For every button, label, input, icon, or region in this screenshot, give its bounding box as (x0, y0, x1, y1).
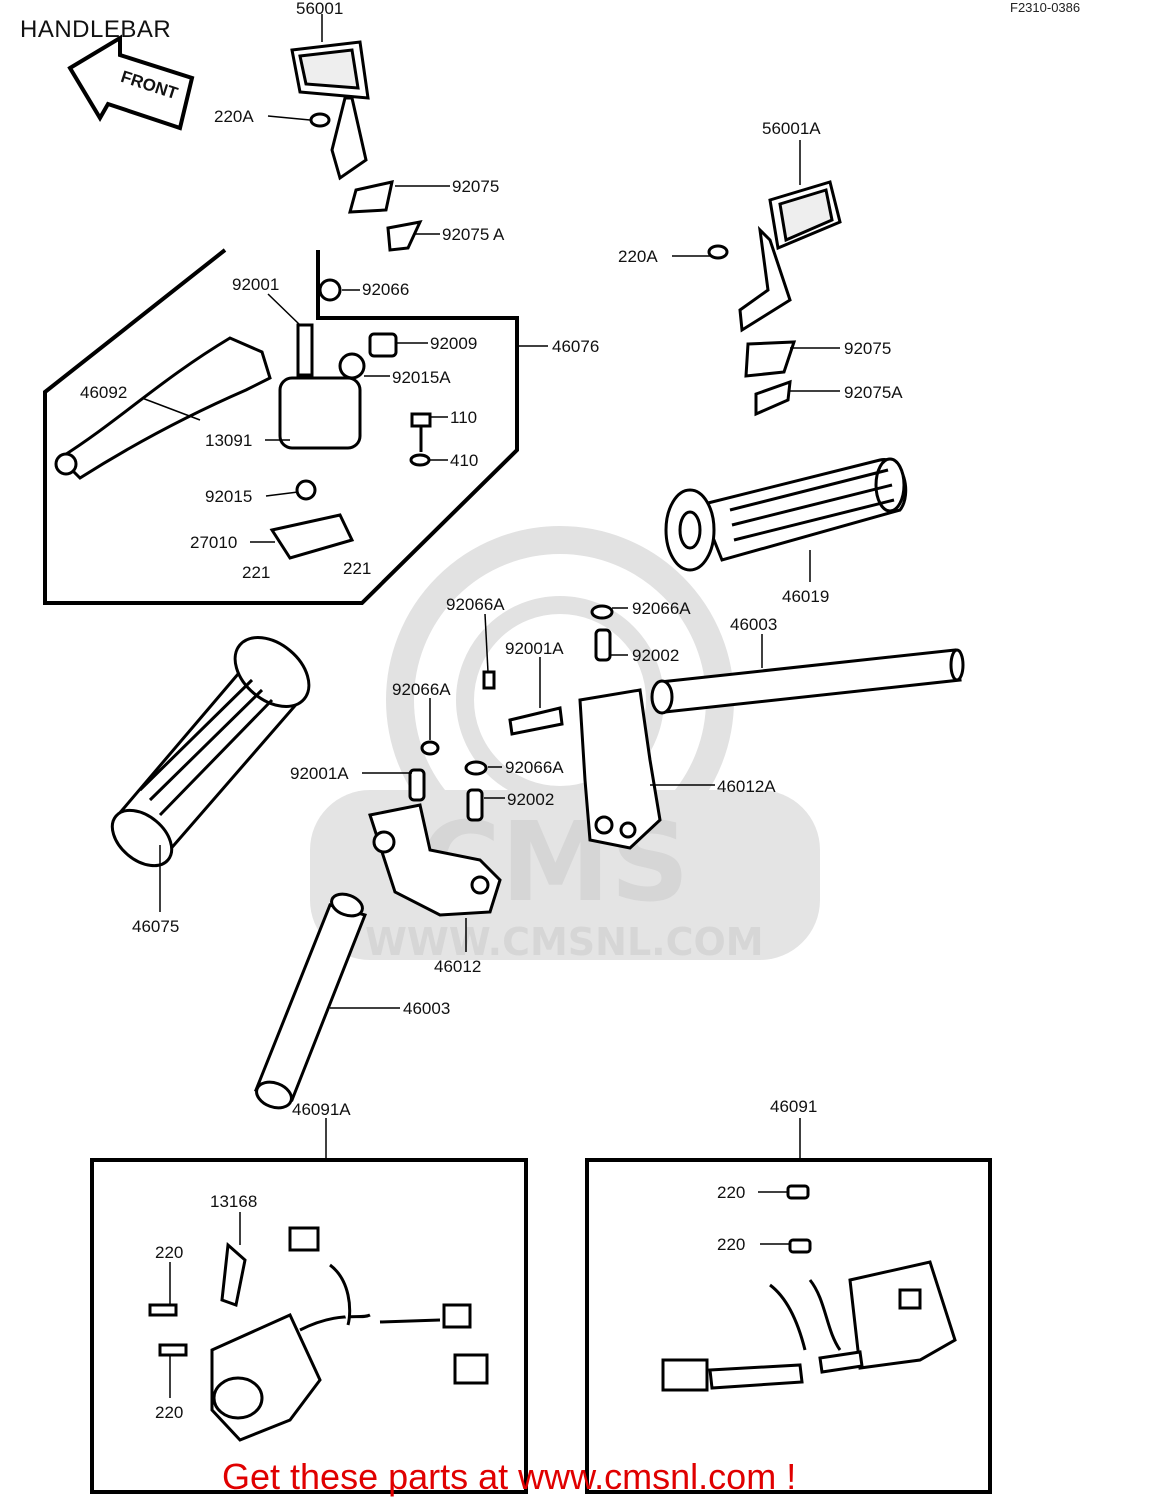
label-221-right: 221 (343, 559, 371, 578)
brake-lever (54, 278, 432, 560)
switch-box-left-frame (90, 1158, 528, 1494)
front-arrow: FRONT (67, 34, 195, 131)
label-92002-top: 92002 (632, 646, 679, 665)
label-92075A-left: 92075 A (442, 225, 505, 244)
watermark-url-text: WWW.CMSNL.COM (365, 920, 764, 964)
label-92001A-top: 92001A (505, 639, 564, 658)
label-92009: 92009 (430, 334, 477, 353)
label-92066A-right2: 92066A (505, 758, 564, 777)
mirror-right (707, 180, 842, 417)
switch-box-right-frame (585, 1158, 992, 1494)
label-56001A: 56001A (762, 119, 821, 138)
label-92001: 92001 (232, 275, 279, 294)
footer-link-text[interactable]: Get these parts at www.cmsnl.com ! (222, 1456, 797, 1497)
label-13168: 13168 (210, 1192, 257, 1211)
grip-right (664, 457, 908, 572)
switch-right (661, 1184, 957, 1392)
label-92015: 92015 (205, 487, 252, 506)
label-46012A: 46012A (717, 777, 776, 796)
page-title: HANDLEBAR (20, 16, 172, 43)
label-410: 410 (450, 451, 478, 470)
label-92075A-right: 92075A (844, 383, 903, 402)
label-220-d: 220 (717, 1235, 745, 1254)
label-92066A-mid: 92066A (392, 680, 451, 699)
label-46092: 46092 (80, 383, 127, 402)
grip-left (110, 636, 311, 868)
label-46075: 46075 (132, 917, 179, 936)
label-220-a: 220 (155, 1243, 183, 1262)
label-220-b: 220 (155, 1403, 183, 1422)
label-110: 110 (450, 408, 477, 427)
label-46076: 46076 (552, 337, 599, 356)
handlebar-left (253, 760, 502, 1110)
label-46012: 46012 (434, 957, 481, 976)
label-46091A: 46091A (292, 1100, 351, 1119)
label-46019: 46019 (782, 587, 829, 606)
label-220-c: 220 (717, 1183, 745, 1202)
label-13091: 13091 (205, 431, 252, 450)
cms-watermark: CMS WWW.CMSNL.COM (310, 526, 820, 964)
label-92015A: 92015A (392, 368, 451, 387)
leader-lines (141, 14, 840, 1398)
label-220A-right: 220A (618, 247, 658, 266)
lever-assembly-frame (43, 248, 519, 605)
label-56001: 56001 (296, 0, 343, 18)
label-92066A-topright: 92066A (632, 599, 691, 618)
label-221-left: 221 (242, 563, 270, 582)
label-46003-right: 46003 (730, 615, 777, 634)
label-27010: 27010 (190, 533, 237, 552)
handlebar-right (420, 604, 965, 850)
label-92066A-top: 92066A (446, 595, 505, 614)
part-labels: 56001 220A 92075 92075 A 92001 92066 920… (80, 0, 903, 1422)
label-46091: 46091 (770, 1097, 817, 1116)
diagram-code: F2310-0386 (1010, 0, 1081, 15)
label-92001A-left: 92001A (290, 764, 349, 783)
label-220A-left: 220A (214, 107, 254, 126)
label-92075-left: 92075 (452, 177, 499, 196)
label-92002-mid: 92002 (507, 790, 554, 809)
label-46003-left: 46003 (403, 999, 450, 1018)
label-92075-right: 92075 (844, 339, 891, 358)
switch-left (148, 1226, 489, 1442)
label-92066: 92066 (362, 280, 409, 299)
mirror-left (290, 40, 423, 252)
